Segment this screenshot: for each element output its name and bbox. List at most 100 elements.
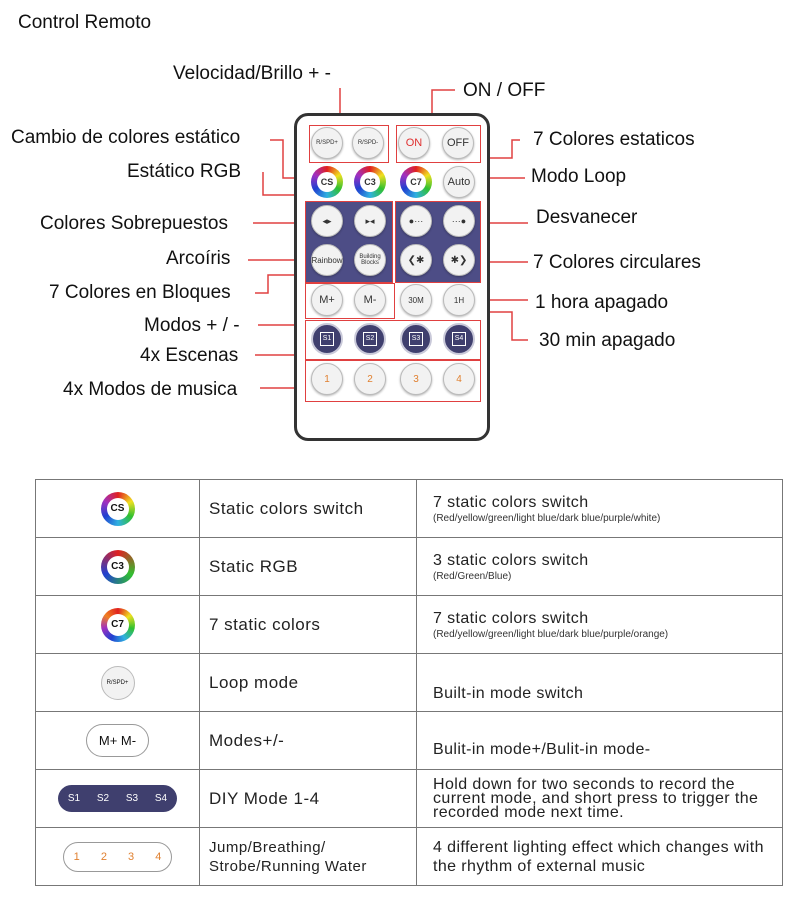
fade-right-button[interactable]: ···● <box>443 205 475 237</box>
mode-plus-label: M+ <box>319 294 335 306</box>
table-name: Static colors switch <box>199 479 417 538</box>
loop-icon: R/SPD+ <box>100 665 135 700</box>
c7-button[interactable]: C7 <box>400 166 432 198</box>
table-sub: (Red/Green/Blue) <box>433 570 512 582</box>
music-3-button[interactable]: 3 <box>400 363 432 395</box>
building-blocks-button[interactable]: Building Blocks <box>354 244 386 276</box>
speed-up-button[interactable]: R/SPD+ <box>311 127 343 159</box>
label-seven-blocks: 7 Colores en Bloques <box>49 282 231 303</box>
on-label: ON <box>405 137 423 149</box>
table-row: C3 Static RGB 3 static colors switch(Red… <box>35 537 783 596</box>
table-icon-cell: C3 <box>35 537 200 596</box>
label-seven-static: 7 Colores estaticos <box>533 129 695 150</box>
circular-left-button[interactable]: ❮✱ <box>400 244 432 276</box>
cs-icon-label: CS <box>106 497 129 520</box>
mode-plus-button[interactable]: M+ <box>311 284 343 316</box>
label-overlapping: Colores Sobrepuestos <box>40 213 228 234</box>
scene-3-label: S3 <box>409 332 423 346</box>
table-desc-cell: 7 static colors switch(Red/yellow/green/… <box>416 479 783 538</box>
scene-2-label: S2 <box>363 332 377 346</box>
table-row: C7 7 static colors 7 static colors switc… <box>35 595 783 654</box>
music-2-button[interactable]: 2 <box>354 363 386 395</box>
label-loop-mode: Modo Loop <box>531 166 627 187</box>
table-name: Static RGB <box>199 537 417 596</box>
power-group <box>396 125 481 163</box>
table-desc-cell: 7 static colors switch(Red/yellow/green/… <box>416 595 783 654</box>
table-icon-cell: C7 <box>35 595 200 654</box>
arrows-in-icon: ◂▸ <box>322 215 332 226</box>
off-button[interactable]: OFF <box>442 127 474 159</box>
scene-4-button[interactable]: S4 <box>443 323 475 355</box>
fade-left-icon: ●··· <box>408 216 424 226</box>
music-1-button[interactable]: 1 <box>311 363 343 395</box>
label-on-off: ON / OFF <box>463 80 546 101</box>
page-title: Control Remoto <box>18 12 152 33</box>
table-sub: (Red/yellow/green/light blue/dark blue/p… <box>433 628 669 640</box>
on-button[interactable]: ON <box>398 127 430 159</box>
music-1-label: 1 <box>324 373 330 385</box>
table-icon-cell: R/SPD+ <box>35 653 200 712</box>
cs-button[interactable]: CS <box>311 166 343 198</box>
table-row: R/SPD+ Loop mode Built-in mode switch <box>35 653 783 712</box>
overlap-left-button[interactable]: ◂▸ <box>311 205 343 237</box>
off-label: OFF <box>447 137 469 149</box>
timer-30m-label: 30M <box>408 295 424 305</box>
music-2-label: 2 <box>367 373 373 385</box>
table-icon-cell: M+ M- <box>35 711 200 770</box>
c3-button[interactable]: C3 <box>354 166 386 198</box>
label-static-color-change: Cambio de colores estático <box>11 127 241 148</box>
table-desc: 7 static colors switch <box>433 493 589 511</box>
remote-control: R/SPD+ R/SPD- ON OFF CS C3 C7 Auto ◂▸ ▸◂… <box>294 113 490 441</box>
table-row: S1 S2 S3 S4 DIY Mode 1-4 Hold down for t… <box>35 769 783 828</box>
label-modes-pm: Modos + / - <box>144 315 240 336</box>
table-sub: (Red/yellow/green/light blue/dark blue/p… <box>433 512 661 524</box>
circular-right-icon: ✱❯ <box>450 254 468 266</box>
speed-up-label: R/SPD+ <box>316 140 338 146</box>
loop-icon-label: R/SPD+ <box>106 679 129 686</box>
label-static-rgb: Estático RGB <box>127 161 242 182</box>
table-desc: 7 static colors switch <box>433 609 589 627</box>
table-desc: 3 static colors switch <box>433 551 589 569</box>
music-4-button[interactable]: 4 <box>443 363 475 395</box>
table-icon-cell: S1 S2 S3 S4 <box>35 769 200 828</box>
music-icon: 1 2 3 4 <box>62 841 173 872</box>
label-fade: Desvanecer <box>536 207 638 228</box>
speed-down-button[interactable]: R/SPD- <box>352 127 384 159</box>
table-row: CS Static colors switch 7 static colors … <box>35 479 783 538</box>
table-desc-cell: Hold down for two seconds to record the … <box>416 769 783 828</box>
table-desc: Hold down for two seconds to record the … <box>433 775 759 821</box>
overlap-right-button[interactable]: ▸◂ <box>354 205 386 237</box>
table-name: Modes+/- <box>199 711 417 770</box>
cs-label: CS <box>317 172 337 192</box>
rainbow-button[interactable]: Rainbow <box>311 244 343 276</box>
table-name: Jump/Breathing/ Strobe/Running Water <box>199 827 417 886</box>
scene-2-button[interactable]: S2 <box>354 323 386 355</box>
scene-4-label: S4 <box>452 332 466 346</box>
music-4-label: 4 <box>456 373 462 385</box>
table-name: Loop mode <box>199 653 417 712</box>
timer-1h-button[interactable]: 1H <box>443 284 475 316</box>
auto-button[interactable]: Auto <box>443 166 475 198</box>
mode-minus-button[interactable]: M- <box>354 284 386 316</box>
label-scenes: 4x Escenas <box>140 345 239 366</box>
scene-3-button[interactable]: S3 <box>400 323 432 355</box>
timer-1h-label: 1H <box>453 295 465 305</box>
mode-minus-label: M- <box>363 294 377 306</box>
table-desc-cell: 4 different lighting effect which change… <box>416 827 783 886</box>
table-icon-cell: 1 2 3 4 <box>35 827 200 886</box>
circular-left-icon: ❮✱ <box>407 254 425 266</box>
c3-icon: C3 <box>100 549 135 584</box>
table-row: M+ M- Modes+/- Bulit-in mode+/Bulit-in m… <box>35 711 783 770</box>
fade-left-button[interactable]: ●··· <box>400 205 432 237</box>
table-desc: Built-in mode switch <box>433 684 584 702</box>
spec-table: CS Static colors switch 7 static colors … <box>35 479 783 886</box>
fade-right-icon: ···● <box>451 216 467 226</box>
c7-label: C7 <box>406 172 426 192</box>
scene-1-button[interactable]: S1 <box>311 323 343 355</box>
table-desc: Bulit-in mode+/Bulit-in mode- <box>433 740 651 758</box>
modes-group <box>305 283 395 319</box>
table-desc: 4 different lighting effect which change… <box>433 838 764 875</box>
circular-right-button[interactable]: ✱❯ <box>443 244 475 276</box>
timer-30m-button[interactable]: 30M <box>400 284 432 316</box>
modes-icon: M+ M- <box>85 723 150 757</box>
